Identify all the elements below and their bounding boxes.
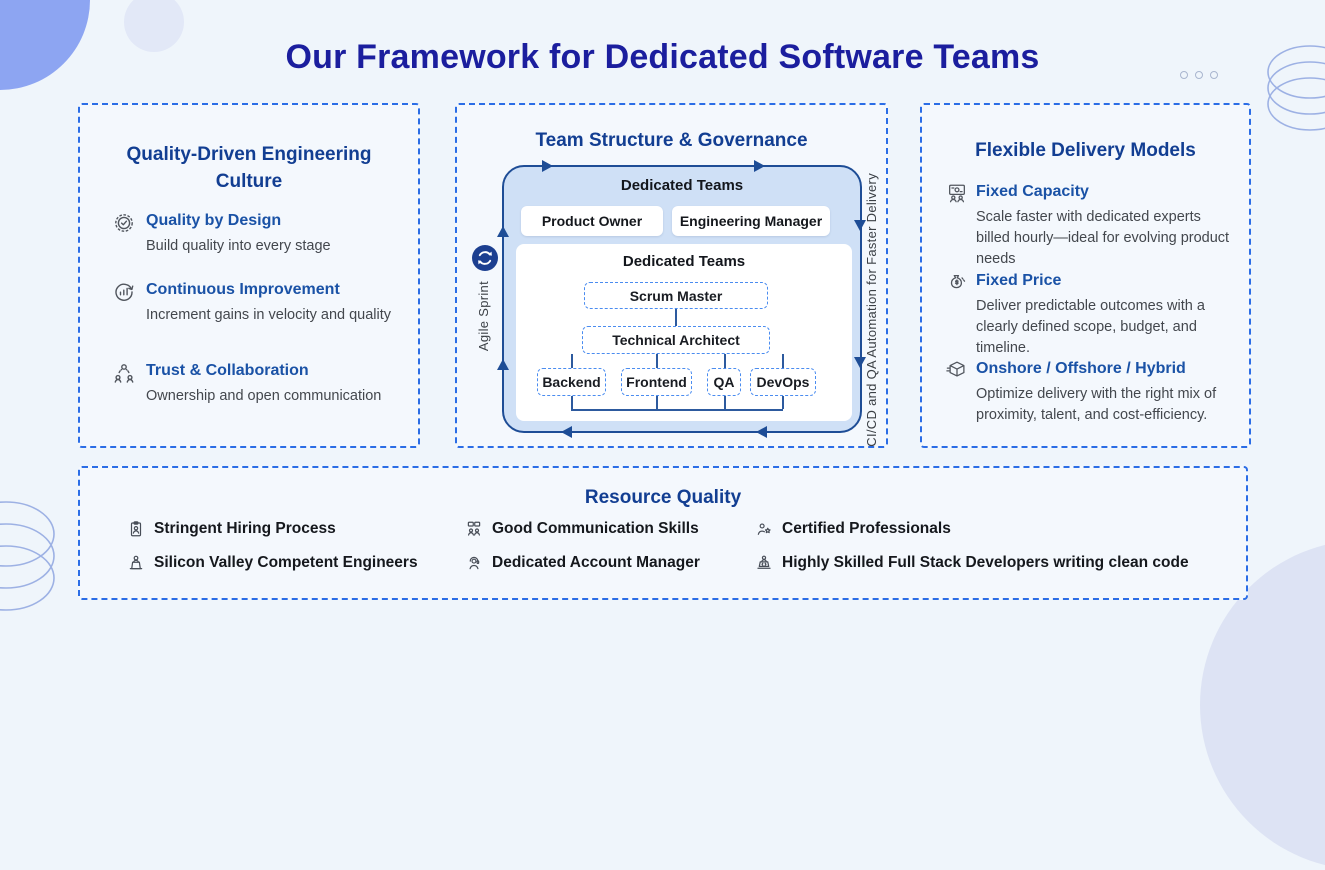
certified-icon — [755, 520, 773, 538]
resource-item-label: Stringent Hiring Process — [154, 520, 336, 537]
qa-box: QA — [707, 368, 741, 396]
resource-item-label: Good Communication Skills — [492, 520, 699, 537]
collaboration-icon — [112, 361, 136, 385]
coil-rings-decoration — [1267, 45, 1325, 131]
quality-item: Continuous Improvement Increment gains i… — [112, 281, 397, 326]
agile-sprint-cycle-icon — [472, 245, 498, 271]
page-title: Our Framework for Dedicated Software Tea… — [285, 38, 1040, 76]
delivery-item: Fixed Capacity Scale faster with dedicat… — [946, 183, 1238, 270]
delivery-item-desc: Optimize delivery with the right mix of … — [976, 386, 1217, 423]
flow-arrow-up — [497, 226, 509, 237]
quality-item-desc: Increment gains in velocity and quality — [146, 307, 392, 323]
agile-sprint-caption: Agile Sprint — [476, 281, 491, 352]
resource-item-label: Dedicated Account Manager — [492, 554, 700, 571]
delivery-item-desc: Scale faster with dedicated experts bill… — [976, 209, 1230, 267]
badge-check-icon — [112, 211, 136, 235]
quality-item-title: Quality by Design — [146, 212, 282, 229]
resource-item: Highly Skilled Full Stack Developers wri… — [755, 554, 1189, 572]
delivery-panel-heading: Flexible Delivery Models — [975, 140, 1196, 161]
resource-item-label: Highly Skilled Full Stack Developers wri… — [782, 554, 1189, 571]
shore-model-icon — [946, 359, 968, 381]
quality-item-title: Continuous Improvement — [146, 281, 340, 298]
quality-item-title: Trust & Collaboration — [146, 362, 309, 379]
product-owner-box: Product Owner — [521, 206, 663, 236]
devops-box: DevOps — [750, 368, 816, 396]
fixed-price-icon — [946, 271, 968, 293]
resource-item: Stringent Hiring Process — [127, 520, 336, 538]
flow-arrow-down — [854, 357, 866, 368]
quality-item-desc: Ownership and open communication — [146, 388, 382, 404]
resource-item: Good Communication Skills — [465, 520, 699, 538]
flow-arrow-right — [542, 160, 553, 172]
delivery-item: Fixed Price Deliver predictable outcomes… — [946, 272, 1238, 359]
backend-box: Backend — [537, 368, 606, 396]
account-manager-icon — [465, 554, 483, 572]
quality-panel-heading: Quality-Driven Engineering Culture — [126, 144, 372, 192]
frontend-box: Frontend — [621, 368, 692, 396]
resource-item: Silicon Valley Competent Engineers — [127, 554, 418, 572]
dedicated-team-org-chart: Dedicated Teams Scrum Master Technical A… — [516, 244, 852, 421]
resource-item: Dedicated Account Manager — [465, 554, 700, 572]
resource-quality-panel: Resource Quality Stringent Hiring Proces… — [78, 466, 1248, 600]
technical-architect-box: Technical Architect — [582, 326, 770, 354]
cicd-caption: CI/CD and QA Automation for Faster Deliv… — [864, 173, 879, 447]
fixed-capacity-icon — [946, 182, 968, 204]
flow-arrow-up — [497, 359, 509, 370]
hiring-process-icon — [127, 520, 145, 538]
delivery-item-title: Onshore / Offshore / Hybrid — [976, 360, 1186, 377]
delivery-item-title: Fixed Price — [976, 272, 1062, 289]
quality-item: Quality by Design Build quality into eve… — [112, 212, 397, 257]
dedicated-teams-inner-label: Dedicated Teams — [622, 253, 746, 270]
delivery-item-desc: Deliver predictable outcomes with a clea… — [976, 298, 1205, 356]
quality-item: Trust & Collaboration Ownership and open… — [112, 362, 397, 407]
resource-item-label: Silicon Valley Competent Engineers — [154, 554, 418, 571]
team-structure-panel: Team Structure & Governance Dedicated Te… — [455, 103, 888, 448]
delivery-item-title: Fixed Capacity — [976, 183, 1089, 200]
delivery-models-panel: Flexible Delivery Models Fixed Capacity … — [920, 103, 1251, 448]
coil-rings-decoration — [0, 501, 55, 611]
resource-item-label: Certified Professionals — [782, 520, 951, 537]
structure-panel-heading: Team Structure & Governance — [535, 130, 808, 151]
quality-culture-panel: Quality-Driven Engineering Culture Quali… — [78, 103, 420, 448]
three-dots-decoration — [1180, 71, 1218, 79]
resource-panel-heading: Resource Quality — [584, 487, 742, 508]
scrum-master-box: Scrum Master — [584, 282, 768, 309]
flow-arrow-left — [756, 426, 767, 438]
engineer-icon — [127, 554, 145, 572]
fullstack-icon — [755, 554, 773, 572]
flow-arrow-right — [754, 160, 765, 172]
flow-arrow-left — [561, 426, 572, 438]
flow-arrow-down — [854, 220, 866, 231]
resource-item: Certified Professionals — [755, 520, 951, 538]
engineering-manager-box: Engineering Manager — [672, 206, 830, 236]
soft-circle-decoration — [124, 0, 184, 52]
quality-item-desc: Build quality into every stage — [146, 238, 331, 254]
continuous-improvement-icon — [112, 280, 136, 304]
governance-flow-box: Dedicated Teams Product Owner Engineerin… — [502, 165, 862, 433]
communication-icon — [465, 520, 483, 538]
dedicated-teams-outer-label: Dedicated Teams — [620, 177, 744, 194]
delivery-item: Onshore / Offshore / Hybrid Optimize del… — [946, 360, 1238, 426]
